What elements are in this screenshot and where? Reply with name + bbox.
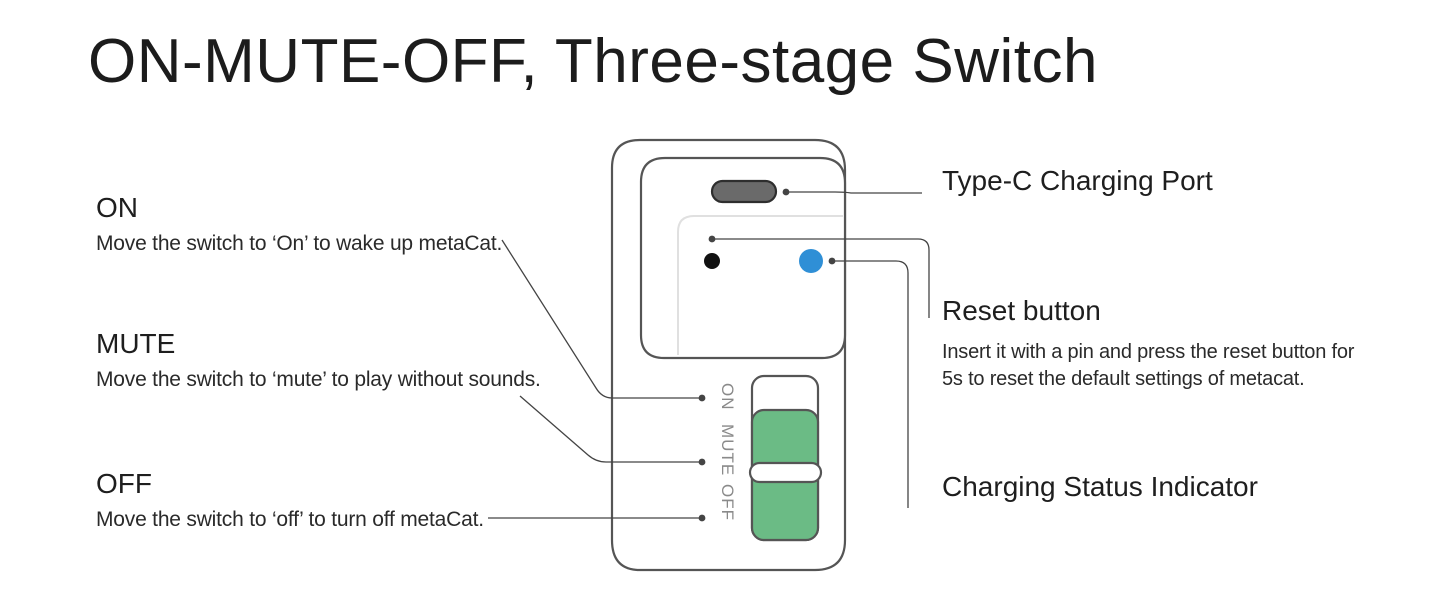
top-panel bbox=[639, 156, 847, 360]
reset-hole-icon bbox=[704, 253, 720, 269]
switch-slider-ridge bbox=[748, 461, 823, 484]
switch-text-on: ON bbox=[718, 383, 737, 411]
charging-port-dot bbox=[782, 188, 790, 196]
off-description: Move the switch to ‘off’ to turn off met… bbox=[96, 508, 484, 531]
indicator-leader-line bbox=[832, 260, 909, 508]
charging-port-leader-line bbox=[786, 191, 922, 194]
indicator-dot bbox=[828, 257, 836, 265]
reset-button-heading: Reset button bbox=[942, 295, 1101, 326]
on-leader-dot bbox=[698, 394, 706, 402]
reset-button-description: Insert it with a pin and press the reset… bbox=[942, 339, 1354, 393]
leader-dots bbox=[698, 188, 836, 522]
type-c-port-icon bbox=[710, 179, 778, 204]
on-heading: ON bbox=[96, 192, 138, 223]
off-heading: OFF bbox=[96, 468, 152, 499]
reset-description-line-1: Insert it with a pin and press the reset… bbox=[942, 341, 1355, 363]
mute-heading: MUTE bbox=[96, 328, 176, 359]
on-leader-line bbox=[501, 239, 702, 399]
reset-dot bbox=[708, 235, 716, 243]
reset-description-line-2: 5s to reset the default settings of meta… bbox=[942, 368, 1305, 390]
charging-port-label: Type-C Charging Port bbox=[942, 165, 1213, 196]
indicator-light-icon bbox=[799, 249, 823, 273]
on-description: Move the switch to ‘On’ to wake up metaC… bbox=[96, 232, 503, 255]
leader-lines bbox=[488, 191, 930, 519]
switch-text-off: OFF bbox=[718, 484, 737, 521]
page-title: ON-MUTE-OFF, Three-stage Switch bbox=[88, 27, 1098, 96]
switch-text-mute: MUTE bbox=[718, 424, 737, 476]
mute-leader-line bbox=[519, 395, 702, 463]
charging-indicator-label: Charging Status Indicator bbox=[942, 471, 1258, 502]
mute-description: Move the switch to ‘mute’ to play withou… bbox=[96, 368, 541, 391]
inner-panel bbox=[677, 215, 843, 355]
reset-leader-line bbox=[712, 238, 930, 318]
mute-leader-dot bbox=[698, 458, 706, 466]
off-leader-dot bbox=[698, 514, 706, 522]
